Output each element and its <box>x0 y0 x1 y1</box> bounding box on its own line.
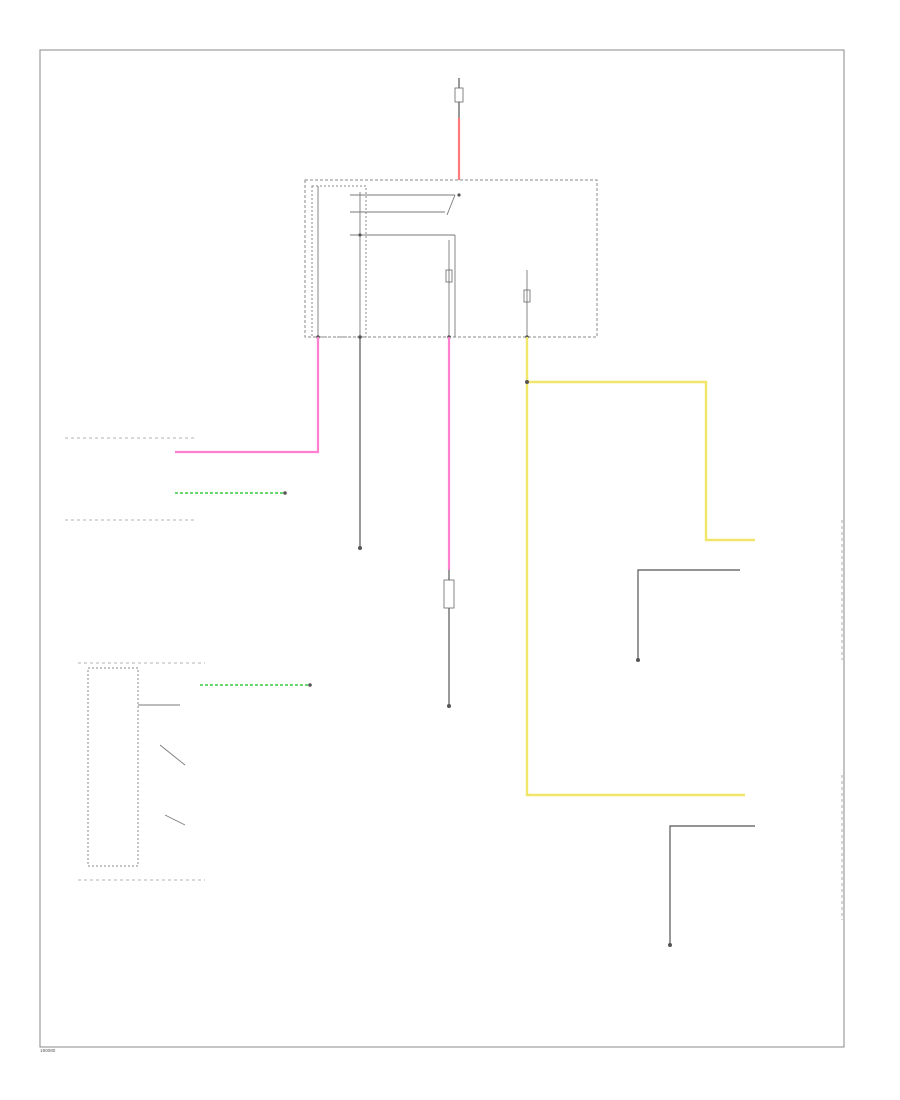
mirror-lower <box>668 825 755 947</box>
diagram-frame <box>39 49 845 1048</box>
connector-green-hvac <box>308 683 312 687</box>
rear-defogger-relay <box>317 186 461 337</box>
hvac-control-module <box>78 662 205 881</box>
diagram-code: 190080 <box>40 1048 56 1053</box>
pink-wire-left <box>175 337 320 454</box>
yellow-wire-main <box>525 337 745 797</box>
fuse-internal <box>445 240 531 337</box>
ground-g-center <box>358 546 362 550</box>
junction-yellow <box>525 380 529 384</box>
yellow-wire-upper-branch <box>527 380 755 542</box>
connector-green-left <box>283 491 287 495</box>
fuse-block-inner <box>311 185 367 338</box>
rear-defogger-element <box>443 570 455 708</box>
mirror-upper <box>636 569 740 662</box>
underhood-fuse-block <box>304 179 598 338</box>
battery-source <box>454 78 464 118</box>
